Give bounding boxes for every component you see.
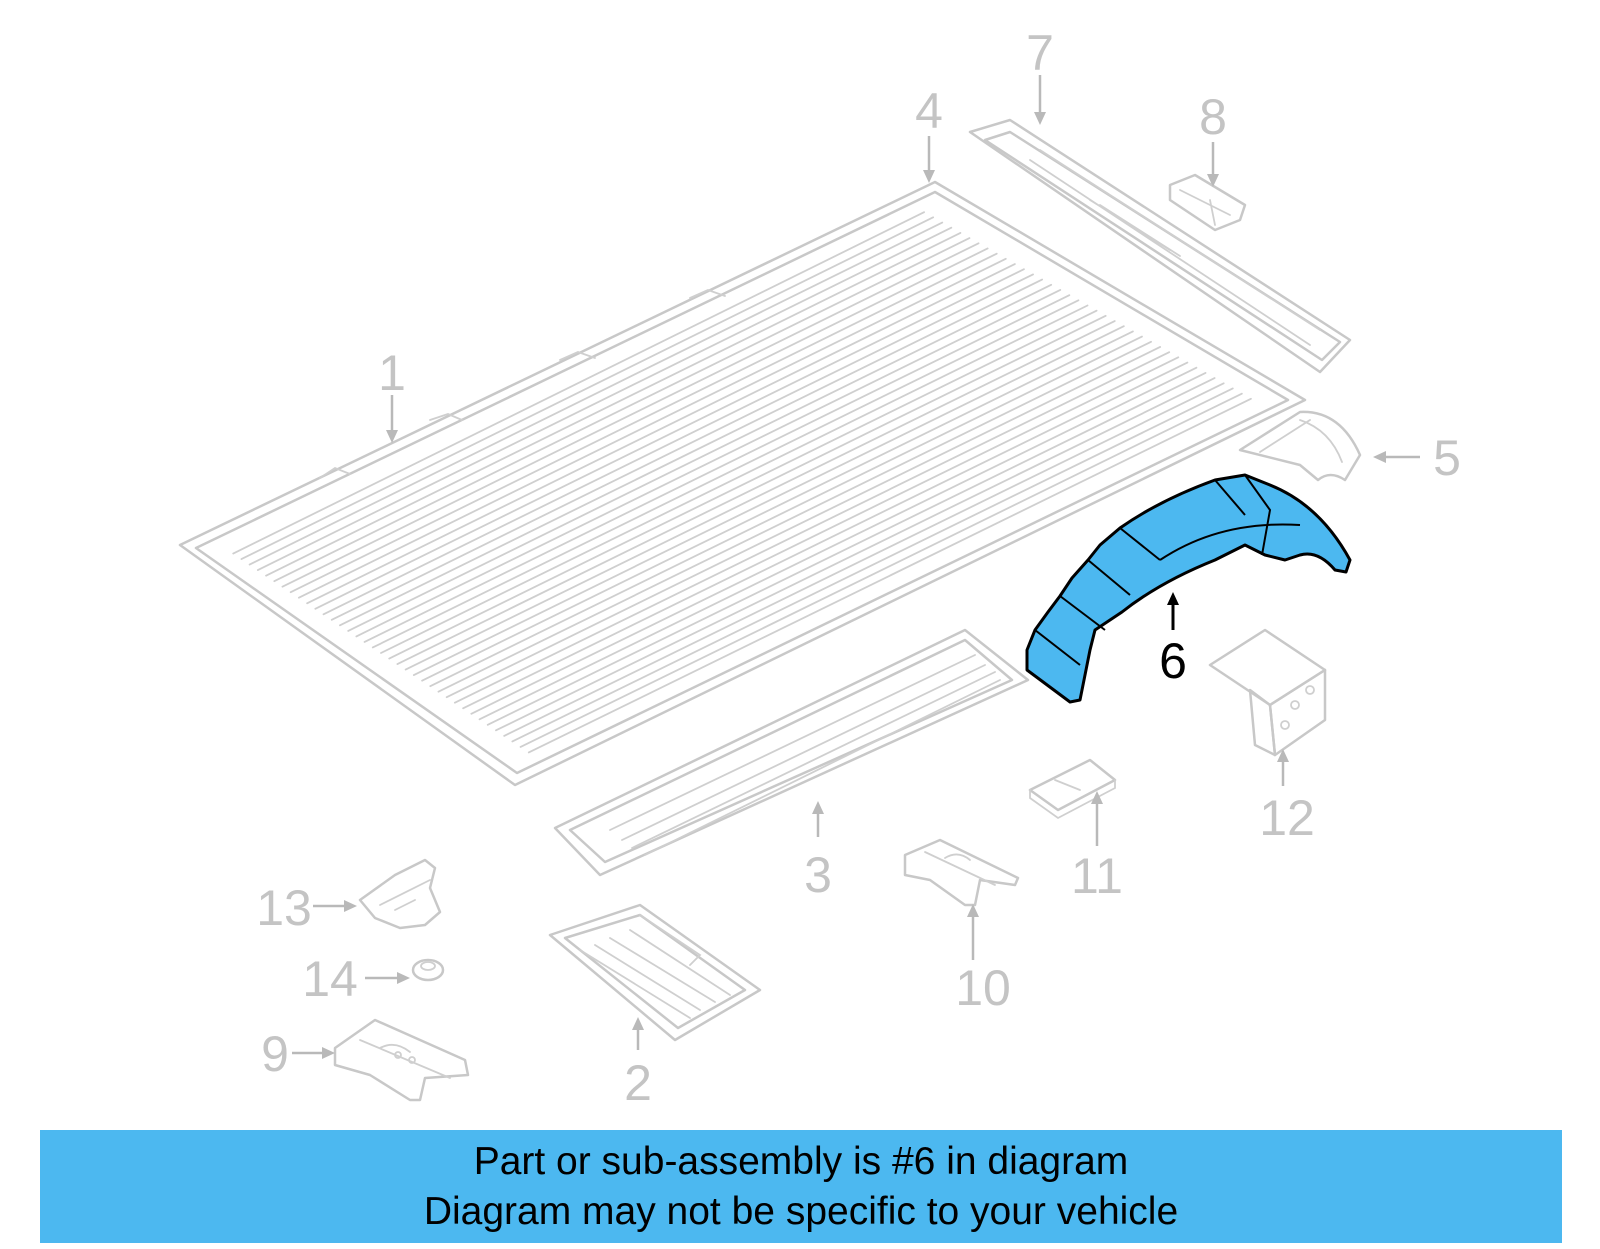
callout-6: 6 [1159,633,1187,689]
floor-rib [347,283,1053,632]
floor-rib [437,340,1152,693]
floor-rib [486,371,1207,726]
part-9-bracket[interactable] [333,1018,470,1102]
floor-rib [232,211,925,555]
floor-rib [330,273,1034,621]
callout-14: 14 [302,951,358,1007]
floor-rib [527,397,1252,754]
floor-rib [429,335,1143,688]
part-2-crossmember[interactable] [548,903,762,1042]
floor-rib [322,268,1025,616]
part-13-bracket[interactable] [358,858,442,930]
floor-rib [363,294,1071,643]
callout-8: 8 [1199,89,1227,145]
floor-rib [404,320,1116,671]
part-5-panel[interactable] [1238,410,1362,482]
floor-rib [511,387,1234,743]
callout-11: 11 [1071,848,1123,904]
floor-rib [256,226,953,572]
floor-rib [388,309,1098,660]
callout-3: 3 [804,847,832,903]
floor-rib [519,392,1243,748]
floor-rib [478,366,1198,721]
banner-line-2: Diagram may not be specific to your vehi… [423,1189,1179,1233]
part-14-grommet[interactable] [411,958,445,982]
callout-labels: 1 2 3 4 5 6 7 8 9 10 11 12 13 14 [256,25,1461,1111]
callout-4: 4 [915,83,943,139]
floor-rib [445,346,1162,699]
floor-rib [380,304,1089,654]
floor-rib [265,232,962,577]
info-banner: Part or sub-assembly is #6 in diagram Di… [40,1130,1562,1243]
part-7-side-rail[interactable] [968,118,1352,374]
floor-rib [412,325,1125,677]
part-1-floor-pan[interactable] [178,180,1307,787]
part-10-bracket[interactable] [903,838,1020,907]
part-11-plate[interactable] [1028,758,1117,820]
floor-rib [281,242,980,588]
floor-rib [503,382,1225,737]
part-3-rail[interactable] [553,628,1030,877]
callout-7: 7 [1026,25,1054,81]
floor-rib [297,252,998,599]
floor-rib [306,257,1007,605]
floor-rib [314,263,1016,610]
floor-rib [453,351,1171,704]
floor-rib [355,289,1062,638]
part-12-bracket[interactable] [1208,628,1327,757]
floor-rib [289,247,989,594]
callout-13: 13 [256,880,312,936]
floor-rib [248,221,944,566]
floor-rib [470,361,1189,715]
floor-rib [371,299,1080,649]
banner-line-1: Part or sub-assembly is #6 in diagram [473,1139,1129,1183]
floor-rib [339,278,1044,627]
floor-rib [273,237,971,583]
callout-12: 12 [1259,790,1315,846]
floor-rib [462,356,1180,710]
callout-9: 9 [261,1026,289,1082]
callout-10: 10 [955,960,1011,1016]
floor-rib [240,216,935,560]
callout-2: 2 [624,1055,652,1111]
callout-1: 1 [378,345,406,401]
leader-lines [292,75,1420,1059]
part-6-wheelhouse[interactable] [1025,473,1352,704]
callout-5: 5 [1433,430,1461,486]
floor-rib [396,314,1107,665]
floor-rib [421,330,1134,682]
part-8-bracket[interactable] [1168,173,1247,232]
floor-rib [495,377,1216,732]
